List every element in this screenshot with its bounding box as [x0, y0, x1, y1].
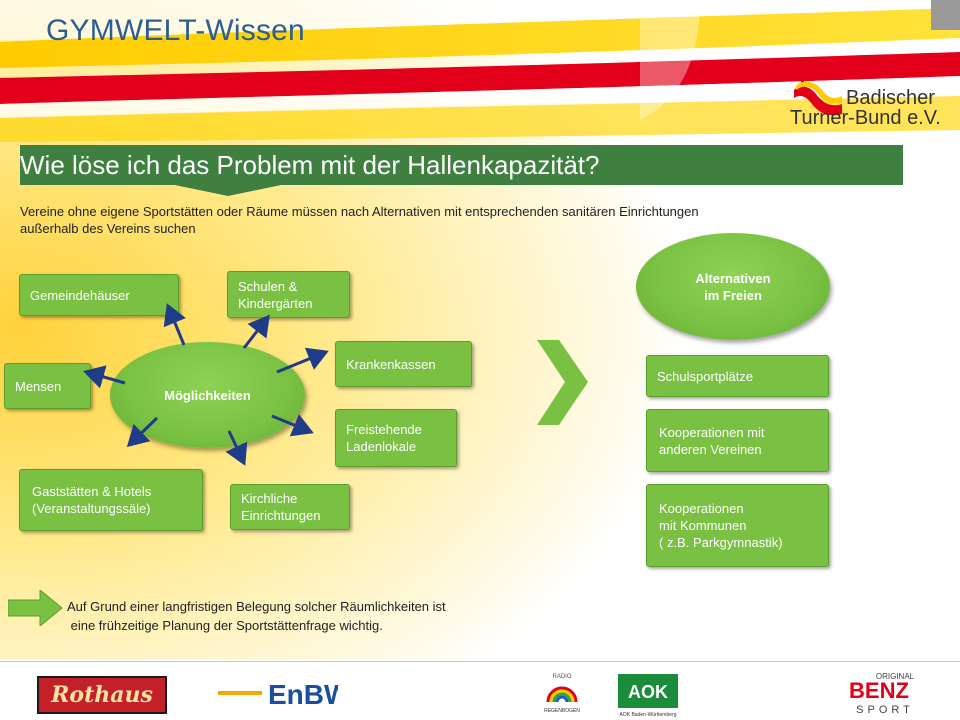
header-title: GYMWELT-Wissen [46, 14, 305, 47]
btb-logo: Badischer Turner-Bund e.V. [790, 60, 950, 130]
intro-text: Vereine ohne eigene Sportstätten oder Rä… [20, 203, 880, 237]
btb-logo-text: Badischer Turner-Bund e.V. [790, 87, 941, 128]
outdoor-label-line2: im Freien [704, 287, 762, 303]
outdoor-item-kommunen: Kooperationen mit Kommunen ( z.B. Parkgy… [646, 484, 829, 567]
title-banner-pointer [170, 184, 286, 196]
option-mensen: Mensen [4, 363, 91, 409]
intro-line2: außerhalb des Vereins suchen [20, 221, 196, 236]
footer-divider [0, 661, 960, 662]
benz-logo-top: ORIGINAL [876, 672, 915, 681]
outdoor-item-line1: Kooperationen [659, 501, 744, 516]
option-schulen: Schulen & Kindergärten [227, 271, 350, 318]
btb-logo-line1: Badischer [846, 87, 935, 109]
option-label-line1: Schulen & [238, 278, 298, 294]
option-gaststaetten: Gaststätten & Hotels (Veranstaltungssäle… [19, 469, 203, 531]
slide-title: Wie löse ich das Problem mit der Hallenk… [20, 150, 600, 180]
rothaus-logo-text: Rothaus [51, 682, 153, 708]
option-label-line2: Einrichtungen [241, 508, 321, 523]
option-label-line2: (Veranstaltungssäle) [32, 501, 151, 516]
note-line1: Auf Grund einer langfristigen Belegung s… [67, 599, 446, 614]
radio-logo-top: RADIO [552, 674, 571, 680]
option-krankenkassen: Krankenkassen [335, 341, 472, 387]
hub-ellipse: Möglichkeiten [110, 342, 305, 448]
option-label: Mensen [15, 378, 62, 394]
outdoor-item-line2: anderen Vereinen [659, 441, 762, 457]
outdoor-item-label: Schulsportplätze [657, 368, 754, 384]
aok-logo: AOK AOK Baden-Württemberg [618, 674, 678, 718]
option-label-line2: Kindergärten [238, 295, 313, 311]
outdoor-item-vereine: Kooperationen mit anderen Vereinen [646, 409, 829, 472]
enbw-logo-text: EnBW [268, 679, 338, 710]
outdoor-item-schulsportplaetze: Schulsportplätze [646, 355, 829, 397]
option-label-line1: Gaststätten & Hotels [32, 484, 152, 499]
option-label-line2: Ladenlokale [346, 439, 417, 454]
option-label: Krankenkassen [346, 356, 436, 372]
option-label-line1: Kirchliche [241, 491, 298, 506]
benz-logo-main: BENZ [849, 678, 909, 703]
outdoor-item-line1: Kooperationen mit [659, 424, 765, 440]
outdoor-label-line1: Alternativen [695, 270, 771, 286]
outdoor-item-line3: ( z.B. Parkgymnastik) [659, 535, 783, 550]
benz-logo-sub: SPORT [856, 704, 914, 716]
corner-block [931, 0, 960, 30]
intro-line1: Vereine ohne eigene Sportstätten oder Rä… [20, 204, 699, 219]
note-line2: eine frühzeitige Planung der Sportstätte… [67, 618, 383, 633]
btb-emblem-icon [792, 60, 842, 116]
radio-regenbogen-logo: RADIO REGENBOGEN [544, 674, 580, 714]
bottom-note: Auf Grund einer langfristigen Belegung s… [67, 597, 567, 635]
option-gemeindehaeuser: Gemeindehäuser [19, 274, 179, 316]
radio-logo-bottom: REGENBOGEN [544, 708, 580, 714]
option-label-line1: Freistehende [346, 422, 422, 437]
aok-logo-text: AOK [628, 682, 668, 702]
hub-label: Möglichkeiten [164, 387, 251, 403]
title-banner [20, 145, 903, 185]
enbw-logo: EnBW [218, 679, 338, 710]
chevron-right-icon [537, 340, 588, 425]
outdoor-ellipse: Alternativen im Freien [636, 233, 830, 340]
arrow-right-icon [8, 590, 63, 626]
option-kirchliche: Kirchliche Einrichtungen [230, 484, 350, 530]
outdoor-item-line2: mit Kommunen [659, 518, 747, 533]
rothaus-logo: Rothaus [37, 676, 167, 714]
option-ladenlokale: Freistehende Ladenlokale [335, 409, 457, 467]
aok-logo-sub: AOK Baden-Württemberg [620, 712, 677, 718]
option-label: Gemeindehäuser [30, 287, 130, 303]
btb-logo-line2: Turner-Bund e.V. [790, 107, 941, 129]
benz-sport-logo: ORIGINAL BENZ SPORT [849, 672, 915, 716]
